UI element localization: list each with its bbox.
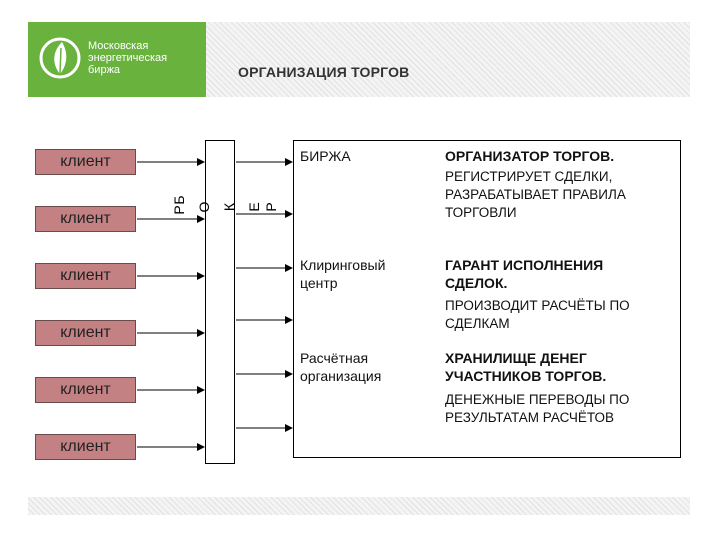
broker-letter-4: К [221,202,237,212]
client-box-6: клиент [35,434,136,460]
role-desc-settlement-org: ДЕНЕЖНЫЕ ПЕРЕВОДЫ ПО РЕЗУЛЬТАТАМ РАСЧЁТО… [445,392,630,425]
broker-box [205,140,235,464]
logo-text: Московская энергетическая биржа [88,40,204,76]
page-title: ОРГАНИЗАЦИЯ ТОРГОВ [238,64,410,80]
role-desc-exchange: РЕГИСТРИРУЕТ СДЕЛКИ, РАЗРАБАТЫВАЕТ ПРАВИ… [445,169,626,220]
broker-letter-5: Е [246,202,262,212]
broker-letter-6: Р [263,202,279,212]
footer-band [28,497,690,515]
broker-letter-3: О [196,201,212,213]
leaf-logo-icon [39,37,81,79]
entity-label-clearing-center: Клиринговый центр [300,257,386,291]
client-box-1: клиент [35,149,136,175]
role-title-exchange: ОРГАНИЗАТОР ТОРГОВ. [445,148,615,164]
logo-line-1: Московская [88,40,149,52]
broker-letter-2: Р [171,205,187,215]
logo-line-3: биржа [88,64,121,76]
client-box-4: клиент [35,320,136,346]
exchange-system-box [293,140,681,458]
client-box-5: клиент [35,377,136,403]
logo: Московская энергетическая биржа [28,22,206,97]
entity-label-settlement-org: Расчётная организация [300,350,382,384]
role-desc-clearing-center: ПРОИЗВОДИТ РАСЧЁТЫ ПО СДЕЛКАМ [445,298,630,331]
role-title-clearing-center: ГАРАНТ ИСПОЛНЕНИЯ СДЕЛОК. [445,257,604,291]
logo-line-2: энергетическая [88,52,168,64]
client-box-3: клиент [35,263,136,289]
client-box-2: клиент [35,206,136,232]
role-title-settlement-org: ХРАНИЛИЩЕ ДЕНЕГ УЧАСТНИКОВ ТОРГОВ. [445,350,607,384]
entity-label-exchange: БИРЖА [300,148,351,164]
